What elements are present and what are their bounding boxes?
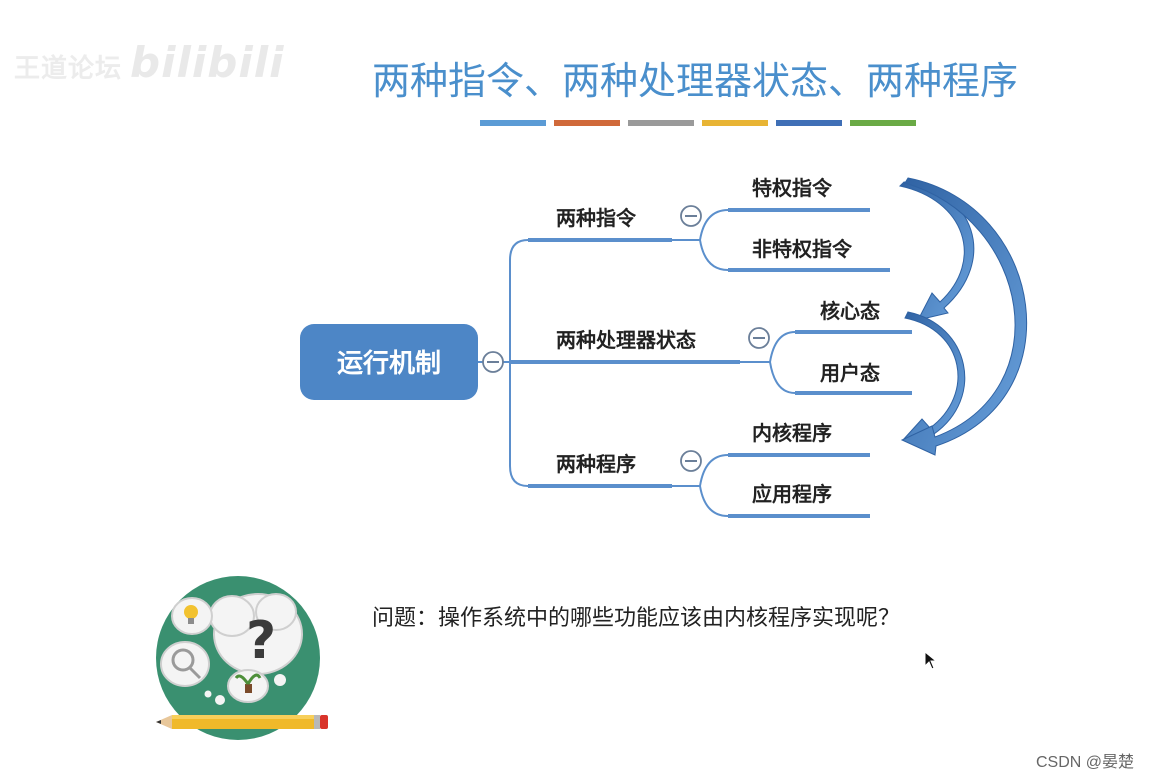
leaf-label-kernel-mode: 核心态: [820, 299, 880, 323]
collapse-icon-root[interactable]: [482, 351, 504, 373]
arrow-privileged-to-kernel-program: [900, 177, 1028, 456]
watermark-text: 王道论坛: [14, 54, 123, 84]
sub-connector-3a: [672, 454, 729, 487]
collapse-icon-branch-3[interactable]: [680, 450, 702, 472]
pencil-icon: [156, 715, 328, 729]
branch-label-instructions: 两种指令: [556, 206, 637, 230]
collapse-icon-branch-1[interactable]: [680, 205, 702, 227]
sub-connector-3b: [699, 485, 729, 517]
leaf-label-privileged-instruction: 特权指令: [752, 176, 833, 200]
leaf-label-application-program: 应用程序: [752, 482, 832, 506]
csdn-credit: CSDN @晏楚: [1035, 754, 1134, 771]
leaf-label-kernel-program: 内核程序: [752, 421, 832, 445]
branch-label-processor-states: 两种处理器状态: [556, 328, 696, 352]
collapse-icon-branch-2[interactable]: [748, 327, 770, 349]
sub-connector-2a: [740, 331, 796, 363]
mouse-cursor-icon: [924, 651, 938, 670]
plant-icon: [227, 669, 269, 703]
leaf-label-user-mode: 用户态: [820, 361, 880, 385]
watermark-bili: bilibili: [130, 38, 285, 87]
title-color-bar: [628, 120, 694, 126]
magnifier-icon: [160, 641, 210, 687]
title-color-bar: [850, 120, 916, 126]
title-color-bar: [554, 120, 620, 126]
mindmap-diagram: 运行机制 两种指令 两种处理器状态 两种程序 特权指令 非特权指令 核心态 用户…: [300, 176, 1028, 518]
slide-title: 两种指令、两种处理器状态、两种程序: [371, 59, 1018, 103]
sub-connector-2b: [769, 361, 796, 394]
sub-connector-1b: [699, 239, 729, 271]
svg-text:?: ?: [246, 611, 276, 671]
lightbulb-icon: [171, 597, 213, 635]
thought-cloud-icon: ?: [209, 593, 303, 675]
root-label: 运行机制: [337, 348, 441, 379]
title-color-bar: [480, 120, 546, 126]
sub-connector-1a: [672, 209, 729, 241]
title-color-bar: [702, 120, 768, 126]
root-node[interactable]: [300, 324, 478, 400]
question-text: 问题：操作系统中的哪些功能应该由内核程序实现呢？: [372, 606, 901, 631]
branch-label-programs: 两种程序: [556, 452, 636, 476]
leaf-label-non-privileged-instruction: 非特权指令: [752, 237, 853, 261]
title-color-bar: [776, 120, 842, 126]
arrow-kernel-mode-to-kernel-program: [901, 311, 966, 443]
question-illustration: ?: [156, 576, 328, 740]
